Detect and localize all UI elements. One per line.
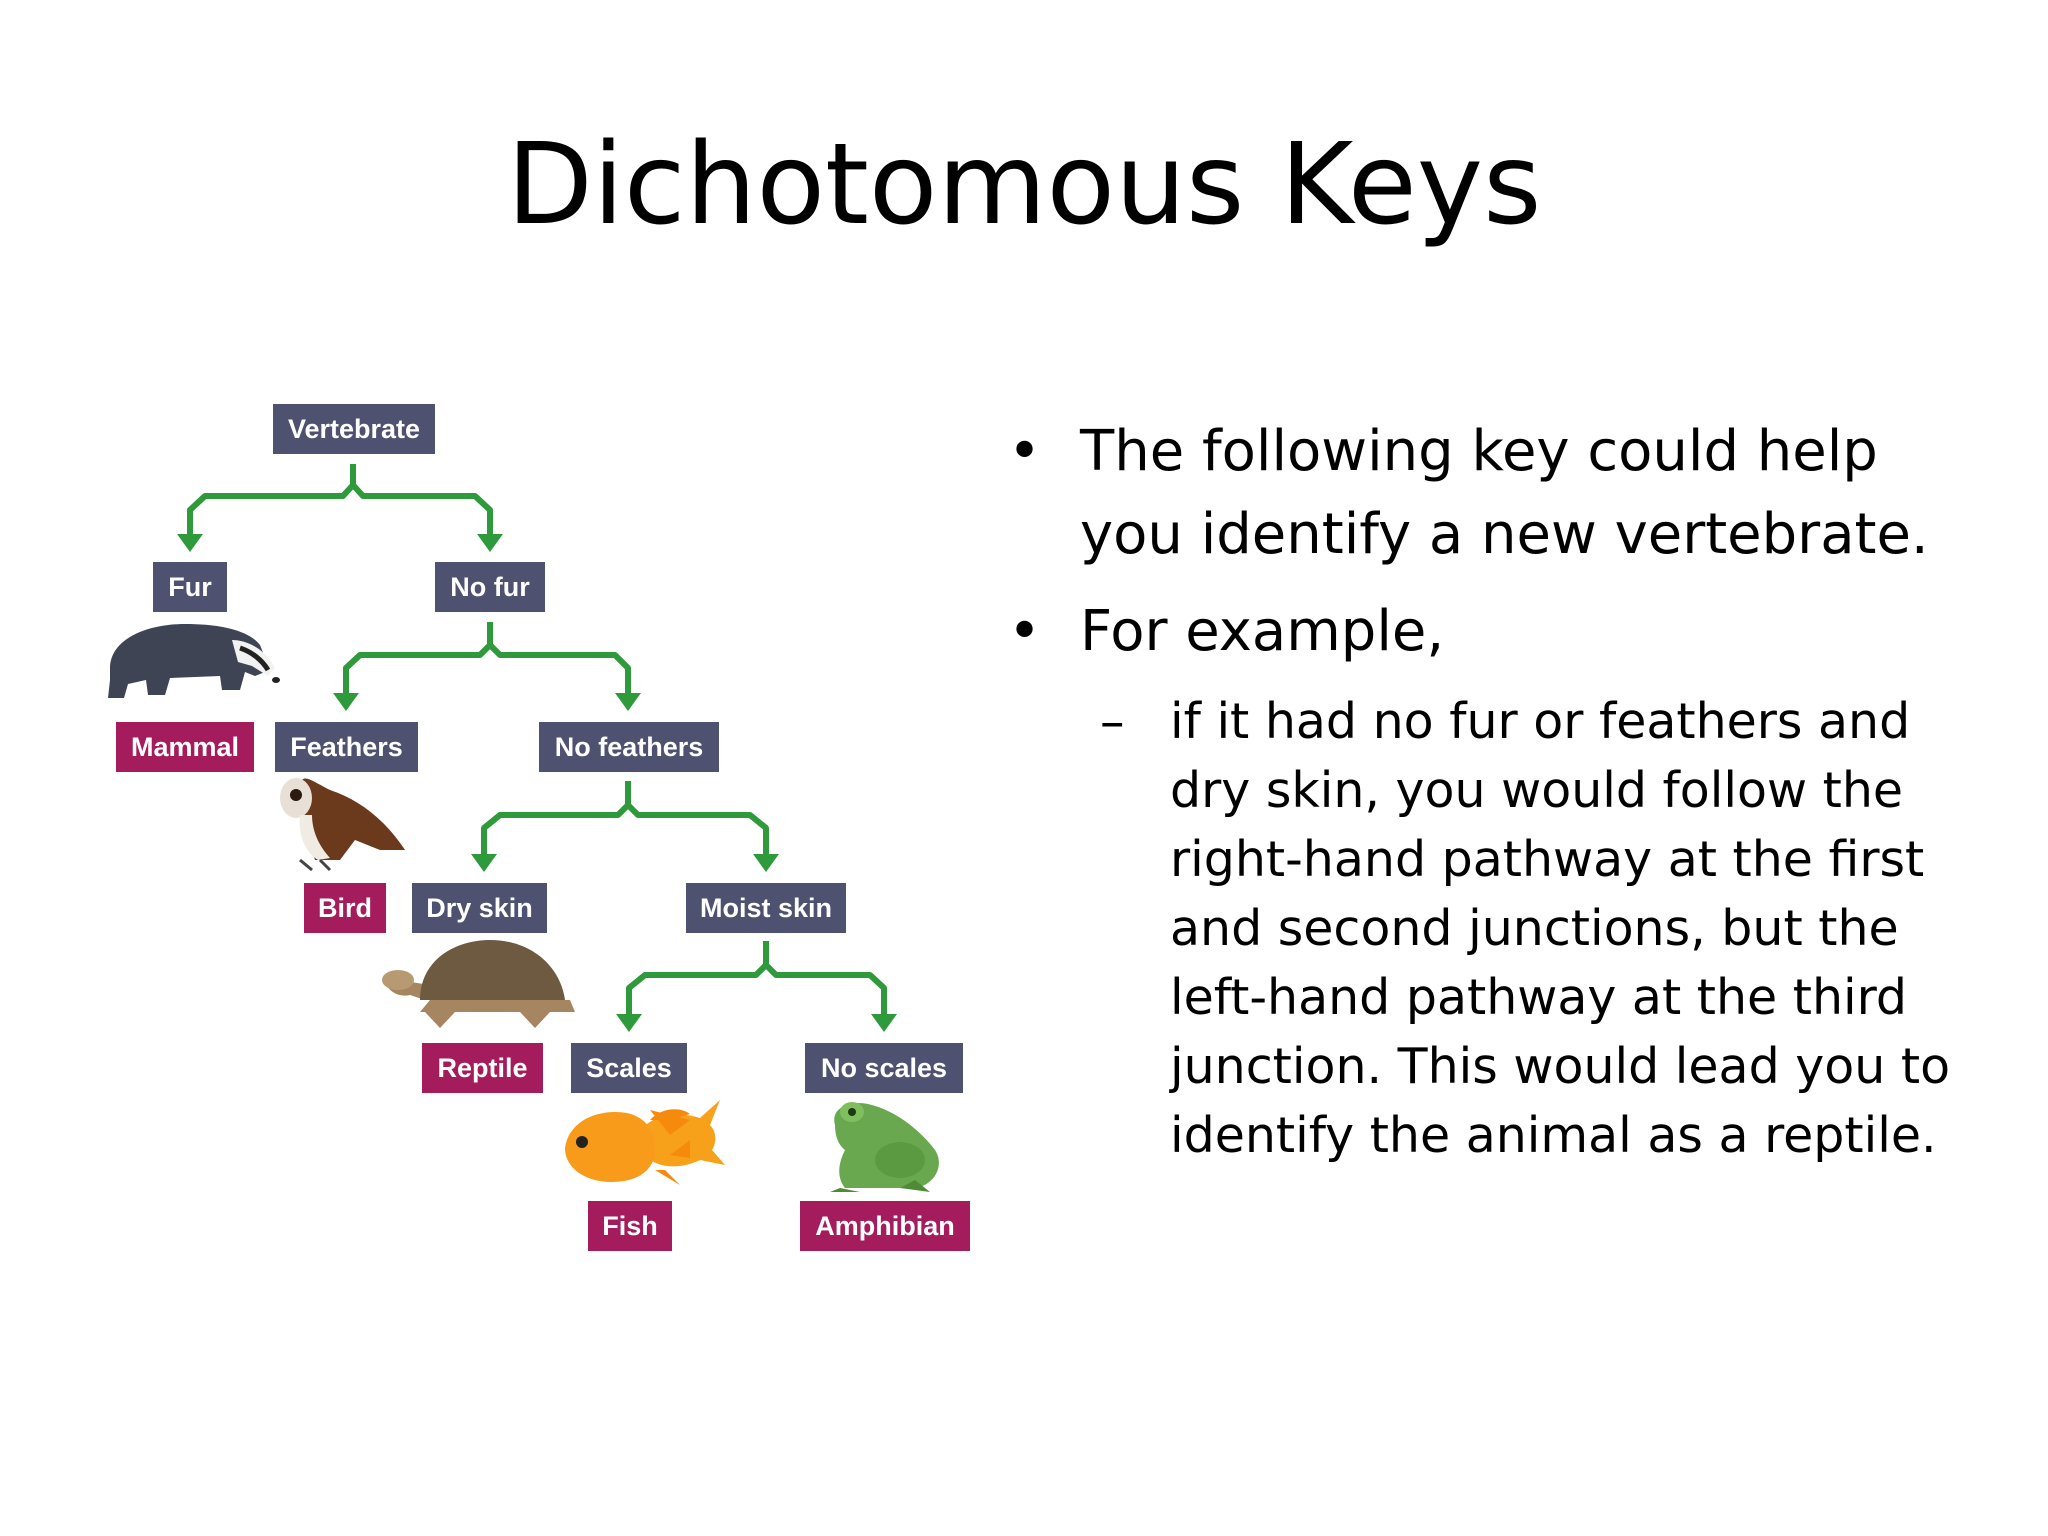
node-fish: Fish xyxy=(588,1201,672,1251)
bullet-dot: • xyxy=(1008,599,1042,664)
sub-bullet-item: – if it had no fur or feathers and dry s… xyxy=(990,687,1990,1170)
arrow-moistskin-scales xyxy=(626,941,769,1018)
node-feathers: Feathers xyxy=(275,722,418,772)
badger-icon xyxy=(108,624,280,698)
arrow-nofur-feathers xyxy=(343,622,493,697)
node-scales: Scales xyxy=(571,1043,687,1093)
slide-title: Dichotomous Keys xyxy=(506,120,1542,250)
node-no-feathers: No feathers xyxy=(539,722,719,772)
node-dry-skin: Dry skin xyxy=(412,883,547,933)
node-amphibian: Amphibian xyxy=(800,1201,970,1251)
junction-arrows xyxy=(187,464,887,1018)
bullet-item: • The following key could help you ident… xyxy=(990,410,1990,576)
bullet-item: • For example, xyxy=(990,590,1990,673)
bullet-text: For example, xyxy=(1080,599,1445,664)
node-mammal: Mammal xyxy=(116,722,254,772)
node-moist-skin: Moist skin xyxy=(686,883,846,933)
bullet-text: The following key could help you identif… xyxy=(1080,419,1929,567)
arrow-vertebrate-nofur xyxy=(350,464,493,538)
goldfish-icon xyxy=(565,1100,725,1185)
arrow-moistskin-noscales xyxy=(763,941,887,1018)
sub-bullet-text: if it had no fur or feathers and dry ski… xyxy=(1170,693,1951,1164)
arrow-vertebrate-fur xyxy=(187,464,356,538)
node-no-scales: No scales xyxy=(805,1043,963,1093)
bullet-dot: • xyxy=(1008,419,1042,484)
arrow-nofeathers-moistskin xyxy=(625,781,769,858)
tortoise-icon xyxy=(382,940,575,1028)
bullet-list: • The following key could help you ident… xyxy=(990,410,1990,1170)
owl-icon xyxy=(280,778,405,872)
frog-icon xyxy=(830,1102,939,1192)
sub-bullet-dash: – xyxy=(1100,693,1125,750)
node-bird: Bird xyxy=(304,883,386,933)
arrow-nofeathers-dryskin xyxy=(481,781,631,858)
node-fur: Fur xyxy=(153,562,227,612)
node-no-fur: No fur xyxy=(435,562,545,612)
arrow-nofur-nofeathers xyxy=(487,622,631,697)
node-vertebrate: Vertebrate xyxy=(273,404,435,454)
arrow-heads xyxy=(177,534,897,1032)
node-reptile: Reptile xyxy=(422,1043,543,1093)
